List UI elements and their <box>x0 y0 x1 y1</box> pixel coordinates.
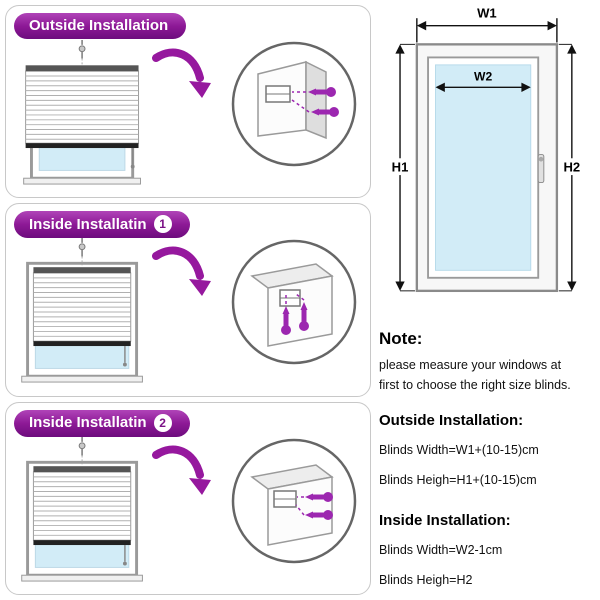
panel-title: Outside Installation <box>29 17 169 34</box>
measurement-guide: W1 W2 H1 <box>371 5 595 595</box>
panel-title-banner: Inside Installatin 2 <box>14 409 190 437</box>
curved-arrow-icon <box>152 246 211 297</box>
inside-height-formula: Blinds Heigh=H2 <box>379 573 473 587</box>
outside-installation-title: Outside Installation: <box>379 412 524 429</box>
guide-dashes <box>295 495 305 516</box>
panel-title: Inside Installatin <box>29 215 147 233</box>
bracket-icon <box>273 489 297 508</box>
label-h1: H1 <box>392 159 409 174</box>
outside-height-formula: Blinds Heigh=H1+(10-15)cm <box>379 473 537 487</box>
panel-title-banner: Inside Installatin 1 <box>14 211 190 239</box>
circled-number-badge: 1 <box>153 215 172 234</box>
label-w2: W2 <box>474 70 492 84</box>
curved-arrow-icon <box>152 445 211 495</box>
note-title: Note: <box>379 329 423 348</box>
screw-icon <box>78 436 86 464</box>
panel-inside-installation-1: Inside Installatin 1 <box>5 203 371 397</box>
guide-dashes <box>291 91 310 113</box>
venetian-blinds <box>32 465 132 566</box>
bracket-detail-circle <box>231 41 357 167</box>
label-h1-bg <box>387 158 413 176</box>
screw-icon <box>281 302 309 336</box>
venetian-blinds <box>32 267 132 367</box>
bracket-detail-circle <box>231 438 357 563</box>
screw-icon <box>308 87 339 117</box>
bracket-icon <box>265 85 291 103</box>
blinds-window-illustration <box>21 436 143 582</box>
guide-dashes <box>285 293 305 305</box>
curved-arrow-icon <box>152 48 211 98</box>
outside-width-formula: Blinds Width=W1+(10-15)cm <box>379 443 539 457</box>
screw-icon <box>78 39 86 66</box>
panel-inside-installation-2: Inside Installatin 2 <box>5 401 371 595</box>
bracket-detail-circle <box>231 240 357 365</box>
label-w1: W1 <box>477 7 497 20</box>
screw-icon <box>78 238 86 266</box>
blinds-window-illustration <box>23 39 141 185</box>
dimension-w2 <box>435 82 531 92</box>
note-body: please measure your windows at first to … <box>379 358 571 392</box>
panel-outside-installation: Outside Installation <box>5 5 371 199</box>
label-h2: H2 <box>563 159 580 174</box>
venetian-blinds <box>25 65 140 169</box>
blinds-window-illustration <box>21 238 143 383</box>
label-h2-bg <box>559 158 584 176</box>
installation-panels: Outside Installation <box>5 5 371 595</box>
dimension-w1 <box>416 18 558 43</box>
screw-icon <box>305 491 333 520</box>
panel-title: Inside Installatin <box>29 414 147 432</box>
inside-width-formula: Blinds Width=W2-1cm <box>379 543 503 557</box>
panel-title-banner: Outside Installation <box>14 13 187 39</box>
inside-installation-title: Inside Installation: <box>379 512 511 529</box>
circled-number-badge: 2 <box>153 413 172 432</box>
window-measurement-diagram: W1 W2 H1 <box>387 7 584 293</box>
bracket-icon <box>279 289 301 308</box>
